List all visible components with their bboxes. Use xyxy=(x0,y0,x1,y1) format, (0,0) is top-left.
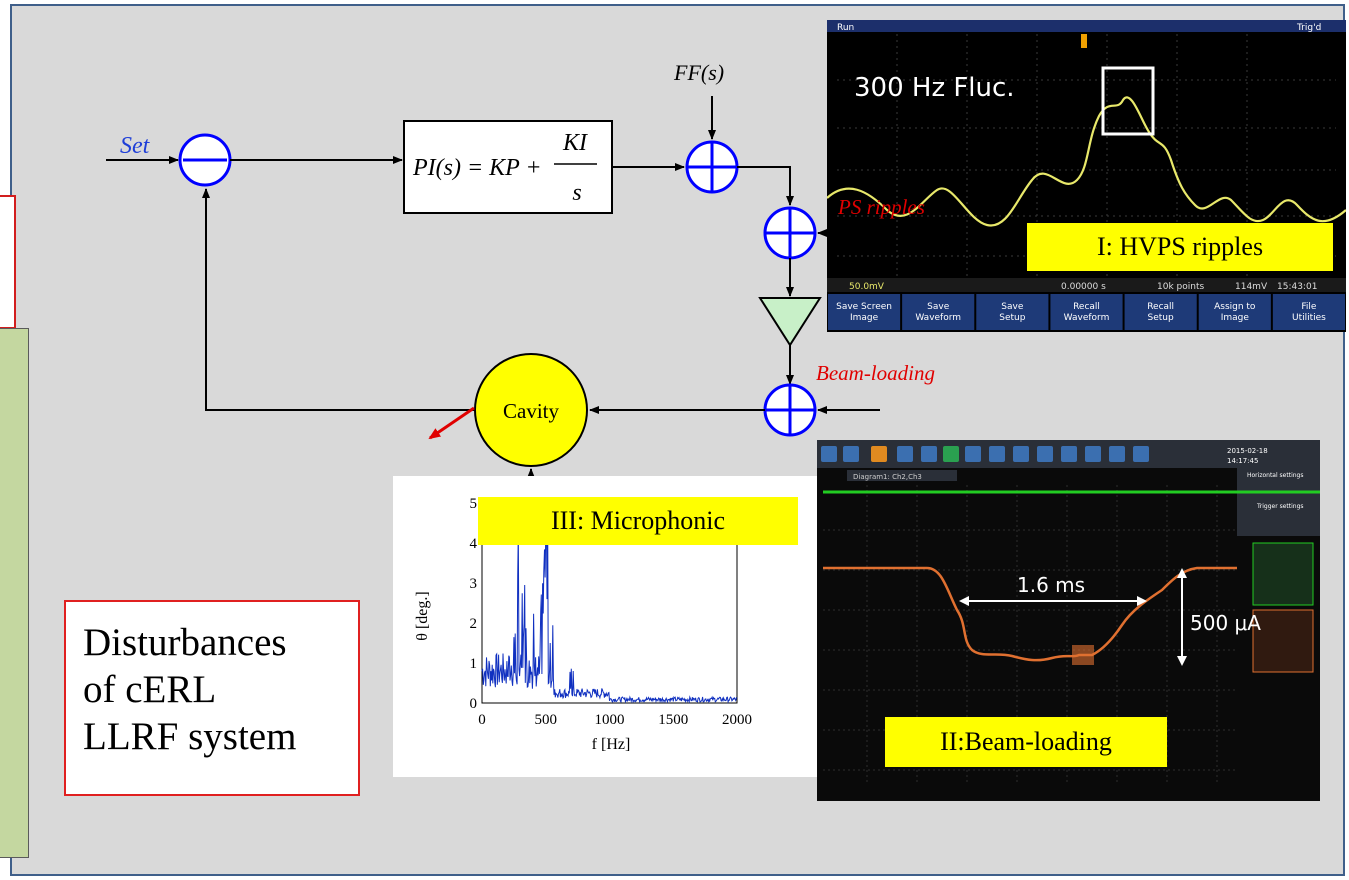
amplifier-triangle xyxy=(758,297,822,347)
hvps-waveform xyxy=(827,96,1346,227)
ps-ripples-label: PS ripples xyxy=(838,195,925,219)
adder-node-2 xyxy=(763,206,817,260)
cavity-output-arrow xyxy=(428,406,475,440)
spectrum-xtick: 1000 xyxy=(595,712,625,728)
note-line-1: Disturbances xyxy=(83,621,287,664)
spectrum-xlabel: f [Hz] xyxy=(592,736,631,753)
adder-node-1 xyxy=(685,140,739,194)
scope-button-label: Image xyxy=(1221,313,1250,323)
duration-annotation: 1.6 ms xyxy=(1017,573,1085,597)
scope-button-label: Recall xyxy=(1147,302,1174,312)
cavity-label: Cavity xyxy=(503,399,559,423)
beam-date: 2015-02-18 xyxy=(1227,447,1268,455)
spectrum-ylabel: θ [deg.] xyxy=(414,591,431,640)
spectrum-ytick: 0 xyxy=(470,696,478,712)
scope-button-label: Recall xyxy=(1073,302,1100,312)
hvps-label: I: HVPS ripples xyxy=(1027,223,1333,271)
scope-button-label: Waveform xyxy=(915,313,961,323)
spectrum-ytick: 3 xyxy=(470,576,478,592)
scope-button xyxy=(1050,294,1123,330)
note-line-3: LLRF system xyxy=(83,714,297,758)
spectrum-xtick: 0 xyxy=(478,712,486,728)
set-label: Set xyxy=(120,133,151,159)
pi-block: PI(s) = KP + KI s xyxy=(403,120,613,214)
cavity-node: Cavity xyxy=(474,353,588,467)
scope-button xyxy=(902,294,975,330)
fluctuation-box xyxy=(1101,66,1155,136)
spectrum-ytick: 4 xyxy=(470,536,478,552)
status-time: 0.00000 s xyxy=(1061,282,1106,292)
scope-button xyxy=(976,294,1049,330)
adder-node-3 xyxy=(763,383,817,437)
amplitude-annotation: 500 μA xyxy=(1190,611,1261,635)
scope-button-label: Utilities xyxy=(1292,313,1326,323)
feedback-arrow xyxy=(202,188,475,411)
pi-numerator: KI xyxy=(562,130,588,156)
scope-trig-label: Trig'd xyxy=(1296,23,1321,33)
scope-button xyxy=(1124,294,1197,330)
scope-button-label: Assign to xyxy=(1214,302,1256,312)
scope-button-label: Save xyxy=(1001,302,1024,312)
spectrum-line xyxy=(481,521,738,704)
scope-button-label: File xyxy=(1301,302,1317,312)
scope-run-label: Run xyxy=(837,23,854,33)
status-volts: 50.0mV xyxy=(849,282,885,292)
beam-settings-title: Horizontal settings xyxy=(1247,472,1303,479)
beam-time: 14:17:45 xyxy=(1227,457,1258,465)
pi-denominator: s xyxy=(572,180,581,206)
status-clock: 15:43:01 xyxy=(1277,282,1317,292)
scope-button xyxy=(1198,294,1271,330)
scope-button xyxy=(1272,294,1345,330)
disturbances-note: Disturbances of cERL LLRF system xyxy=(64,600,360,796)
hvps-scope-panel: Run Trig'd 300 Hz Fluc. 50.0mV 0.00000 s… xyxy=(827,20,1346,332)
spectrum-xtick: 2000 xyxy=(722,712,752,728)
beam-trigger-title: Trigger settings xyxy=(1256,503,1304,510)
spectrum-ytick: 1 xyxy=(470,656,478,672)
scope-button-label: Setup xyxy=(1148,313,1174,323)
scope-button-label: Waveform xyxy=(1064,313,1110,323)
spectrum-ytick: 5 xyxy=(470,496,478,512)
scope-button xyxy=(828,294,901,330)
beam-trace-orange xyxy=(823,566,1237,662)
scope-button-label: Save xyxy=(927,302,950,312)
status-points: 10k points xyxy=(1157,282,1204,292)
beam-loading-panel-label: II:Beam-loading xyxy=(885,717,1167,767)
scope-button-label: Save Screen xyxy=(836,302,892,312)
scope-button-row: Save ScreenImageSaveWaveformSaveSetupRec… xyxy=(828,294,1345,330)
ff-label: FF(s) xyxy=(673,60,724,85)
spectrum-ticks: 0 500 1000 1500 2000 0 1 2 3 4 5 xyxy=(470,496,753,728)
microphonic-label: III: Microphonic xyxy=(478,497,798,545)
fluctuation-annotation: 300 Hz Fluc. xyxy=(854,73,1015,103)
beam-diagram-tab: Diagram1: Ch2,Ch3 xyxy=(853,473,922,481)
status-level: 114mV xyxy=(1235,282,1268,292)
beam-loading-label: Beam-loading xyxy=(816,361,935,385)
spectrum-xtick: 500 xyxy=(535,712,558,728)
to-adder2-arrow xyxy=(737,166,794,206)
subtraction-node xyxy=(178,133,232,187)
pi-lhs: PI(s) = KP + xyxy=(412,155,542,181)
spectrum-ytick: 2 xyxy=(470,616,478,632)
scope-button-label: Image xyxy=(850,313,879,323)
side-green-panel xyxy=(0,328,29,858)
spectrum-xtick: 1500 xyxy=(658,712,688,728)
note-line-2: of cERL xyxy=(83,667,217,711)
scope-button-label: Setup xyxy=(999,313,1025,323)
